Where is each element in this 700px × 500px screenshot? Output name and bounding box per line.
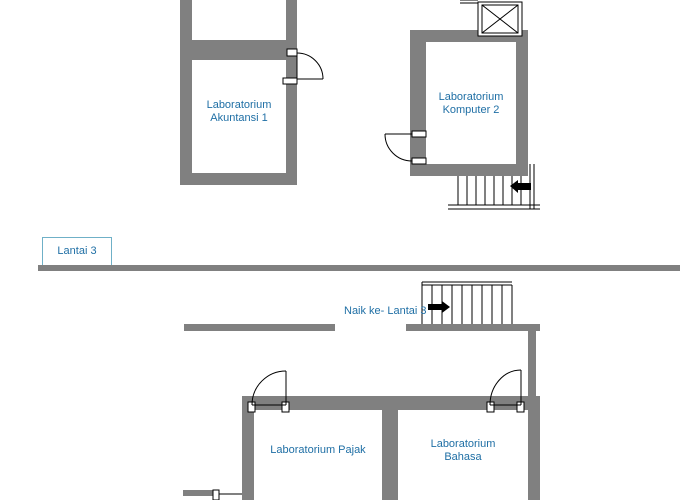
floor-tag: Lantai 3 (42, 237, 112, 265)
room-label-pajak: Laboratorium Pajak (270, 444, 366, 456)
room-label-komputer-2: Laboratorium Komputer 2 (438, 91, 504, 116)
arrow-left-icon (510, 180, 531, 193)
room-pajak-bahasa (183, 396, 540, 500)
corridor-walls (184, 324, 540, 398)
door-bottom-left (212, 489, 242, 500)
stair-label: Naik ke- Lantai 3 (344, 305, 427, 317)
room-label-akuntansi-1: Laboratorium Akuntansi 1 (206, 99, 272, 124)
door-pajak (247, 370, 290, 413)
stairs-top (448, 164, 540, 210)
door-akuntansi-1 (282, 48, 324, 85)
stairs-bottom (421, 281, 513, 324)
door-komputer-2 (384, 130, 427, 165)
room-label-bahasa: Laboratorium Bahasa (430, 438, 496, 463)
arrow-right-icon (428, 301, 450, 313)
elevator-box (460, 0, 523, 37)
room-akuntansi-1 (180, 0, 297, 185)
floor-tag-label: Lantai 3 (57, 245, 97, 257)
floor-divider (38, 265, 680, 271)
door-bahasa (486, 369, 525, 413)
